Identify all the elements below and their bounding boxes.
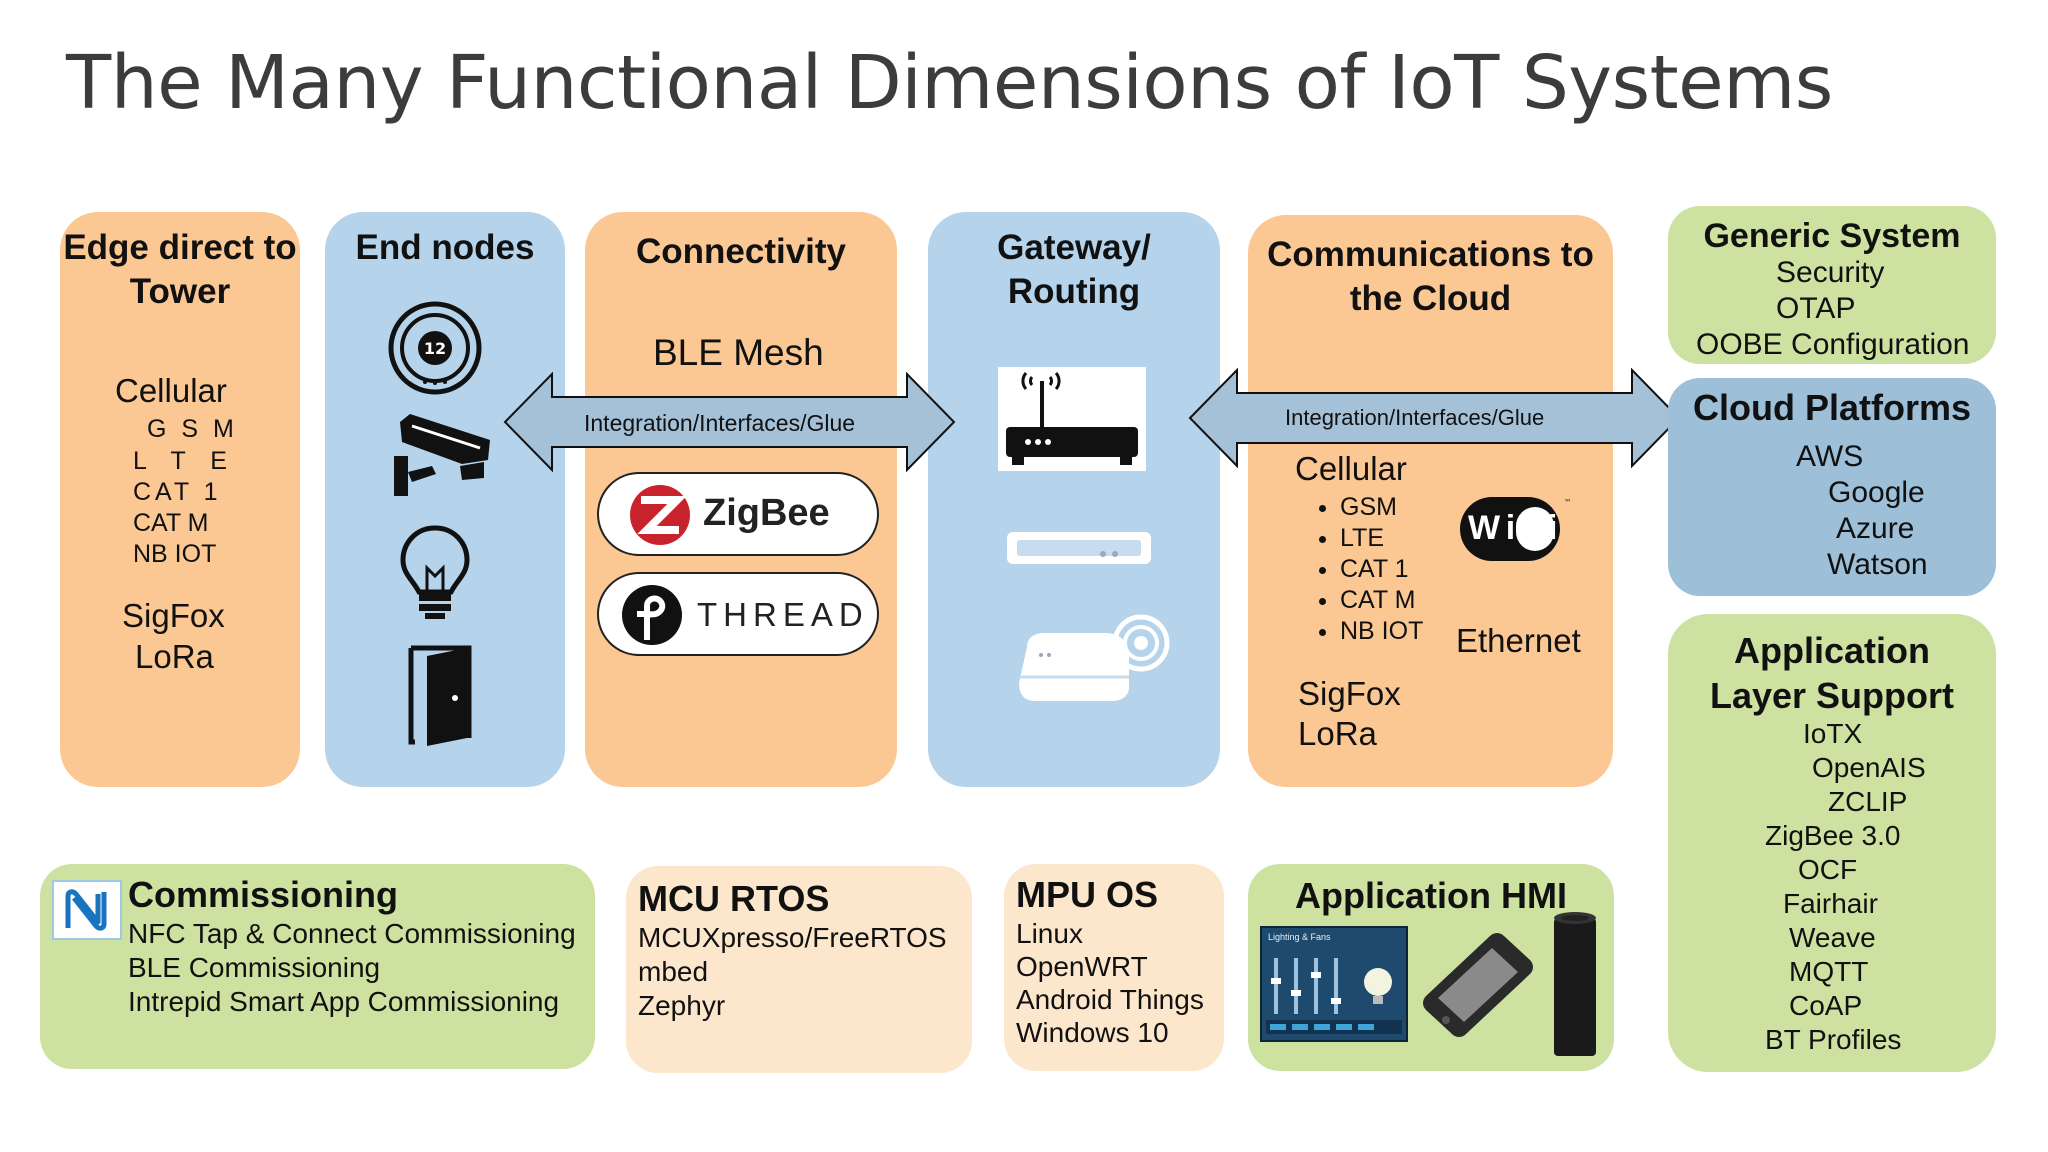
- mcu-rtos-panel: MCU RTOS MCUXpresso/FreeRTOS mbed Zephyr: [626, 866, 972, 1073]
- wifi-icon: ™ WiFi: [1458, 493, 1570, 565]
- comms-lora: LoRa: [1298, 715, 1377, 752]
- mpu-heading: MPU OS: [1016, 874, 1159, 915]
- nfc-icon: [52, 880, 122, 940]
- edge-line-nbiot: NB IOT: [133, 540, 217, 568]
- app-layer-panel: Application Layer Support IoTX OpenAIS Z…: [1668, 614, 1996, 1072]
- comms-cellular: Cellular: [1295, 450, 1407, 487]
- app-item-fairhair: Fairhair: [1783, 888, 1878, 919]
- thread-label: THREAD: [697, 596, 869, 633]
- end-nodes-panel: End nodes 12: [325, 212, 565, 787]
- edge-line-lte: L T E: [133, 447, 236, 475]
- set-top-box-icon: [1007, 532, 1151, 564]
- integration-label-left: Integration/Interfaces/Glue: [584, 410, 856, 436]
- edge-heading: Edge direct to Tower: [63, 228, 297, 311]
- light-bulb-icon: [400, 525, 470, 619]
- comms-bullet-lte: LTE: [1340, 523, 1423, 554]
- comms-bullet-catm: CAT M: [1340, 585, 1423, 616]
- mpu-os-panel: MPU OS Linux OpenWRT Android Things Wind…: [1004, 864, 1224, 1071]
- edge-panel: Edge direct to Tower Cellular G S M L T …: [60, 212, 300, 787]
- cloud-platforms-panel: Cloud Platforms AWS Google Azure Watson: [1668, 378, 1996, 596]
- comms-sigfox: SigFox: [1298, 675, 1401, 712]
- connectivity-heading: Connectivity: [635, 232, 847, 271]
- mcu-item-zephyr: Zephyr: [638, 990, 726, 1021]
- mcu-item-mbed: mbed: [638, 956, 709, 987]
- app-item-coap: CoAP: [1789, 990, 1863, 1021]
- edge-line-catm: CAT M: [133, 509, 209, 537]
- application-hmi-heading: Application HMI: [1295, 875, 1567, 916]
- mpu-item-openwrt: OpenWRT: [1016, 951, 1148, 982]
- thread-icon: [622, 585, 682, 645]
- wifi-label: WiFi: [1468, 509, 1564, 547]
- commissioning-item-intrepid: Intrepid Smart App Commissioning: [128, 986, 560, 1017]
- wireless-hub-icon: [1019, 614, 1170, 701]
- end-nodes-heading: End nodes: [355, 228, 535, 267]
- security-camera-icon: [394, 414, 490, 496]
- edge-sigfox: SigFox: [122, 597, 225, 634]
- comms-heading: Communications to the Cloud: [1267, 235, 1594, 318]
- mpu-item-android-things: Android Things: [1016, 984, 1204, 1015]
- smartphone-icon: [1423, 933, 1533, 1037]
- generic-item-oobe: OOBE Configuration: [1696, 328, 1970, 361]
- cloud-item-azure: Azure: [1836, 512, 1915, 545]
- comms-panel: Communications to the Cloud Cellular GSM…: [1248, 215, 1613, 787]
- svg-text:12: 12: [424, 339, 446, 358]
- ble-mesh-label: BLE Mesh: [653, 332, 824, 373]
- comms-ethernet: Ethernet: [1456, 622, 1581, 659]
- comms-bullet-nbiot: NB IOT: [1340, 616, 1423, 647]
- smart-speaker-icon: [1554, 912, 1596, 1056]
- door-icon: [408, 645, 472, 746]
- mcu-item-mcuxpresso: MCUXpresso/FreeRTOS: [638, 922, 947, 953]
- edge-cellular: Cellular: [115, 372, 227, 409]
- commissioning-item-nfc: NFC Tap & Connect Commissioning: [128, 918, 576, 949]
- connectivity-panel: Connectivity BLE Mesh ZigBee THREAD: [585, 212, 897, 787]
- generic-item-otap: OTAP: [1776, 292, 1856, 325]
- thread-logo-pill: THREAD: [597, 572, 879, 656]
- comms-bullet-cat1: CAT 1: [1340, 554, 1423, 585]
- app-item-bt-profiles: BT Profiles: [1765, 1024, 1902, 1055]
- svg-text:™: ™: [1564, 498, 1570, 507]
- thermostat-icon: 12: [388, 301, 482, 395]
- commissioning-panel: Commissioning NFC Tap & Connect Commissi…: [40, 864, 595, 1069]
- screen-label: Lighting & Fans: [1268, 932, 1331, 942]
- cloud-item-aws: AWS: [1796, 440, 1864, 473]
- generic-item-security: Security: [1776, 256, 1885, 289]
- app-item-weave: Weave: [1789, 922, 1876, 953]
- application-hmi-panel: Application HMI Lighting & Fans: [1248, 864, 1614, 1071]
- gateway-panel: Gateway/ Routing: [928, 212, 1220, 787]
- app-layer-heading: Application Layer Support: [1709, 630, 1955, 716]
- router-icon: [998, 367, 1146, 471]
- app-item-iotx: IoTX: [1803, 718, 1863, 749]
- mcu-heading: MCU RTOS: [638, 878, 830, 919]
- comms-bullet-list: GSM LTE CAT 1 CAT M NB IOT: [1308, 492, 1423, 647]
- mpu-item-linux: Linux: [1016, 918, 1083, 949]
- app-item-zclip: ZCLIP: [1828, 786, 1908, 817]
- zigbee-icon: [630, 485, 690, 545]
- generic-system-panel: Generic System Security OTAP OOBE Config…: [1668, 206, 1996, 364]
- app-item-mqtt: MQTT: [1789, 956, 1869, 987]
- gateway-heading: Gateway/ Routing: [997, 228, 1151, 311]
- mpu-item-windows10: Windows 10: [1016, 1017, 1169, 1048]
- page-title: The Many Functional Dimensions of IoT Sy…: [66, 40, 1833, 126]
- commissioning-item-ble: BLE Commissioning: [128, 952, 381, 983]
- control-panel-screen-icon: Lighting & Fans: [1260, 926, 1408, 1042]
- edge-lora: LoRa: [135, 638, 214, 675]
- cloud-item-watson: Watson: [1827, 548, 1928, 581]
- edge-line-gsm: G S M: [147, 415, 238, 443]
- zigbee-label: ZigBee: [703, 492, 830, 534]
- cloud-item-google: Google: [1828, 476, 1925, 509]
- integration-label-right: Integration/Interfaces/Glue: [1285, 405, 1545, 430]
- commissioning-heading: Commissioning: [128, 874, 399, 915]
- app-item-openais: OpenAIS: [1812, 752, 1926, 783]
- comms-bullet-gsm: GSM: [1340, 492, 1423, 523]
- zigbee-logo-pill: ZigBee: [597, 472, 879, 556]
- app-item-ocf: OCF: [1798, 854, 1858, 885]
- edge-line-cat1: CAT 1: [133, 478, 222, 506]
- integration-arrow-left: [503, 372, 956, 472]
- cloud-platforms-heading: Cloud Platforms: [1692, 387, 1971, 428]
- app-item-zigbee30: ZigBee 3.0: [1765, 820, 1901, 851]
- generic-system-heading: Generic System: [1703, 217, 1961, 255]
